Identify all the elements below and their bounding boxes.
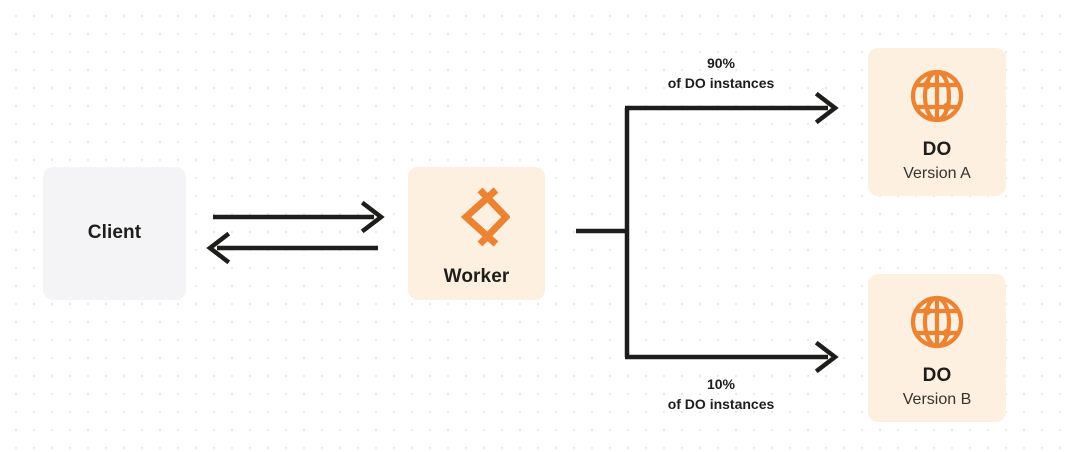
node-client-title: Client	[87, 222, 142, 244]
globe-icon	[906, 291, 968, 353]
edge-label-do-a: 90% of DO instances	[596, 53, 846, 94]
node-do-a-title: DO	[922, 138, 952, 160]
edge-label-do-b: 10% of DO instances	[596, 374, 846, 415]
node-do-b-title: DO	[922, 364, 952, 386]
edge-label-do-b-text: of DO instances	[667, 396, 775, 413]
node-do-b-subtitle: Version B	[902, 391, 972, 409]
edge-label-do-a-text: of DO instances	[667, 75, 775, 92]
node-worker[interactable]: Worker	[408, 167, 545, 300]
arrow-worker-to-do-b	[625, 340, 839, 374]
node-do-version-b[interactable]: DO Version B	[868, 274, 1006, 422]
arrow-worker-to-do-a	[625, 91, 839, 125]
edge-label-do-a-percent: 90%	[706, 55, 736, 71]
globe-icon	[906, 65, 968, 127]
node-client[interactable]: Client	[43, 167, 186, 300]
node-do-version-a[interactable]: DO Version A	[868, 48, 1006, 196]
node-worker-title: Worker	[443, 266, 510, 288]
edge-label-do-b-percent: 10%	[706, 376, 736, 392]
arrow-worker-to-client	[206, 231, 378, 265]
branch-connector	[576, 108, 630, 357]
node-do-a-subtitle: Version A	[903, 165, 971, 183]
cloudflare-workers-icon	[444, 184, 511, 250]
arrow-client-to-worker	[213, 200, 385, 234]
